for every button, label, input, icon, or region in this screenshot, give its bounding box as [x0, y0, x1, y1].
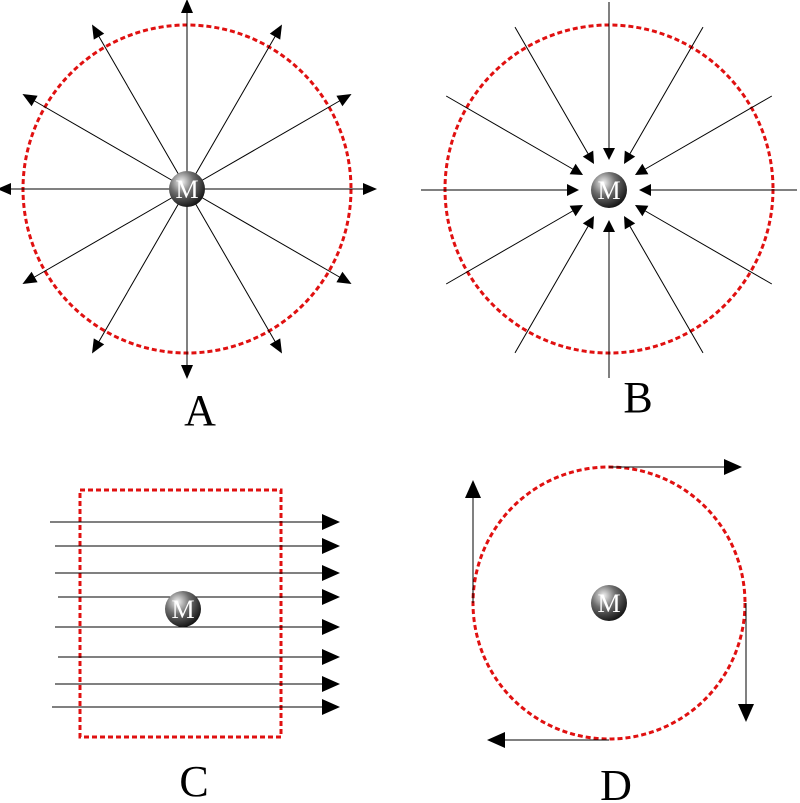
outward-field-line [186, 34, 277, 190]
arrowhead [624, 150, 636, 165]
panel-b: M B [421, 2, 797, 422]
outward-field-lines [0, 0, 377, 379]
dashed-boundary-rectangle [78, 488, 283, 739]
panel-label-b: B [623, 373, 652, 422]
inward-field-line [514, 224, 590, 354]
arrowhead [724, 459, 742, 475]
inward-field-line [643, 95, 773, 171]
inward-field-line [445, 95, 575, 171]
arrowhead [569, 163, 584, 175]
outward-field-line [97, 34, 188, 190]
arrowhead [181, 365, 193, 379]
parallel-field-lines [50, 514, 340, 715]
arrowhead [603, 220, 615, 232]
inward-field-line [628, 224, 704, 354]
arrowhead [322, 676, 340, 692]
arrowhead [487, 732, 505, 748]
arrowhead [603, 148, 615, 160]
arrowhead [181, 0, 193, 13]
arrowhead [465, 480, 481, 498]
mass-sphere [165, 591, 201, 627]
outward-field-line [186, 188, 277, 344]
arrowhead [269, 338, 282, 354]
arrowhead [322, 619, 340, 635]
panel-c: M C [50, 488, 340, 803]
mass-sphere [591, 585, 627, 621]
arrowhead [22, 94, 38, 107]
inward-field-line [514, 26, 590, 156]
arrowhead [582, 150, 594, 165]
arrowhead [322, 538, 340, 554]
panel-label-c: C [179, 757, 208, 803]
panel-label-a: A [184, 386, 216, 435]
outward-field-line [97, 188, 188, 344]
arrowhead [738, 704, 754, 722]
arrowhead [363, 183, 377, 195]
tangential-field-lines [465, 459, 754, 748]
arrowhead [0, 183, 11, 195]
arrowhead [634, 163, 649, 175]
arrowhead [322, 514, 340, 530]
mass-sphere [591, 172, 627, 208]
arrowhead [322, 649, 340, 665]
arrowhead [569, 205, 584, 217]
outward-field-line [186, 188, 342, 279]
arrowhead [322, 589, 340, 605]
arrowhead [639, 184, 651, 196]
inward-field-line [445, 209, 575, 285]
mass-label: M [175, 175, 198, 204]
arrowhead [634, 205, 649, 217]
arrowhead [567, 184, 579, 196]
panel-a: M A [0, 0, 377, 435]
inward-field-lines [421, 2, 797, 378]
mass-sphere [169, 171, 205, 207]
arrowhead [92, 24, 105, 40]
arrowhead [336, 94, 352, 107]
arrowhead [269, 24, 282, 40]
arrowhead [336, 271, 352, 284]
arrowhead [322, 565, 340, 581]
arrowhead [92, 338, 105, 354]
outward-field-line [32, 99, 188, 190]
inward-field-line [643, 209, 773, 285]
panel-label-d: D [600, 761, 632, 803]
outward-field-line [186, 99, 342, 190]
panel-d: M D [465, 459, 754, 803]
inward-field-line [628, 26, 704, 156]
outward-field-line [32, 188, 188, 279]
mass-label: M [171, 595, 194, 624]
mass-label: M [597, 176, 620, 205]
arrowhead [322, 699, 340, 715]
arrowhead [22, 271, 38, 284]
arrowhead [582, 215, 594, 230]
arrowhead [624, 215, 636, 230]
mass-label: M [597, 589, 620, 618]
